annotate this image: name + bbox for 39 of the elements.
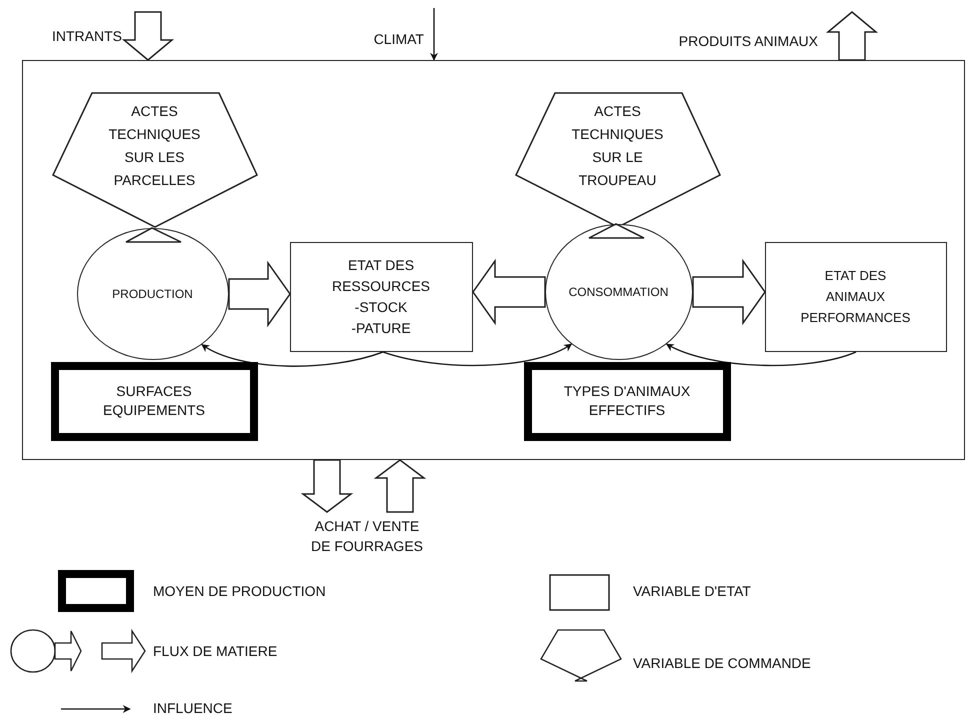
node-text: EQUIPEMENTS [102,401,206,420]
state-box [290,242,472,352]
flow-arrow [374,459,426,513]
edge-label: PRODUITS ANIMAUX [678,33,818,49]
flow-arrow [300,459,354,513]
node-text: EFFECTIFS [588,401,666,420]
node-text: PERFORMANCES [800,309,912,327]
edge-label: CLIMAT [374,31,424,47]
influence-arrow [666,344,856,366]
system-frame [22,60,965,460]
flow-arrow [692,258,766,326]
node-text: CONSOMMATION [568,284,668,300]
resource-box [50,362,258,440]
edge-label: INTRANTS [52,28,122,44]
legend-text: VARIABLE DE COMMANDE [633,655,811,671]
node-text: ETAT DES ANIMAUX [824,267,888,306]
node-text: ACHAT / VENTE DE FOURRAGES [310,517,424,556]
influence-arrow [382,344,572,366]
node-text: PRODUCTION [112,286,193,302]
node-text: ACTES TECHNIQUES SUR LES PARCELLES [108,102,202,190]
node-text: TYPES D'ANIMAUX [562,382,692,401]
node-text: -PATURE [350,318,412,338]
command-pentagon [52,92,258,228]
flow-arrow [472,258,546,326]
node-text: ETAT DES RESSOURCES [330,256,432,296]
flow-arrow [826,11,878,61]
influence-arrow [201,344,384,367]
flow-arrow [122,11,174,61]
node-text: -STOCK [354,298,408,316]
legend-text: FLUX DE MATIERE [153,643,278,659]
flow-arrow [228,260,291,328]
arrow [430,8,438,61]
state-box [764,242,946,352]
resource-box [524,362,730,440]
legend-text: MOYEN DE PRODUCTION [153,583,326,599]
legend-text: INFLUENCE [153,700,232,715]
node-text: ACTES TECHNIQUES SUR LE TROUPEAU [570,102,664,190]
legend-text: VARIABLE D'ETAT [633,583,751,599]
node-text: SURFACES [115,382,193,401]
